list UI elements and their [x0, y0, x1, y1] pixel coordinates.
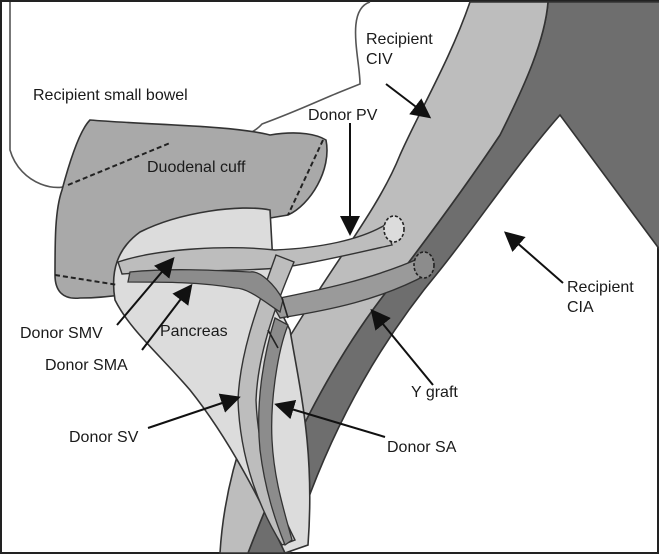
arrow-recipient-cia	[507, 234, 563, 283]
pv-anastomosis-circle	[384, 216, 404, 242]
label-donor-sv: Donor SV	[69, 428, 138, 448]
label-recipient-civ-line2: CIV	[366, 50, 393, 70]
label-donor-sa: Donor SA	[387, 438, 456, 458]
label-donor-sma: Donor SMA	[45, 356, 128, 376]
label-y-graft: Y graft	[411, 383, 458, 403]
label-recipient-civ-line1: Recipient	[366, 30, 433, 50]
label-recipient-cia-line1: Recipient	[567, 278, 634, 298]
arrow-recipient-civ	[386, 84, 428, 116]
label-recipient-small-bowel: Recipient small bowel	[33, 86, 188, 106]
label-donor-pv: Donor PV	[308, 106, 377, 126]
y-graft-anastomosis-circle	[414, 252, 434, 278]
label-donor-smv: Donor SMV	[20, 324, 103, 344]
label-duodenal-cuff: Duodenal cuff	[147, 158, 245, 178]
label-recipient-cia-line2: CIA	[567, 298, 594, 318]
label-pancreas: Pancreas	[160, 322, 228, 342]
